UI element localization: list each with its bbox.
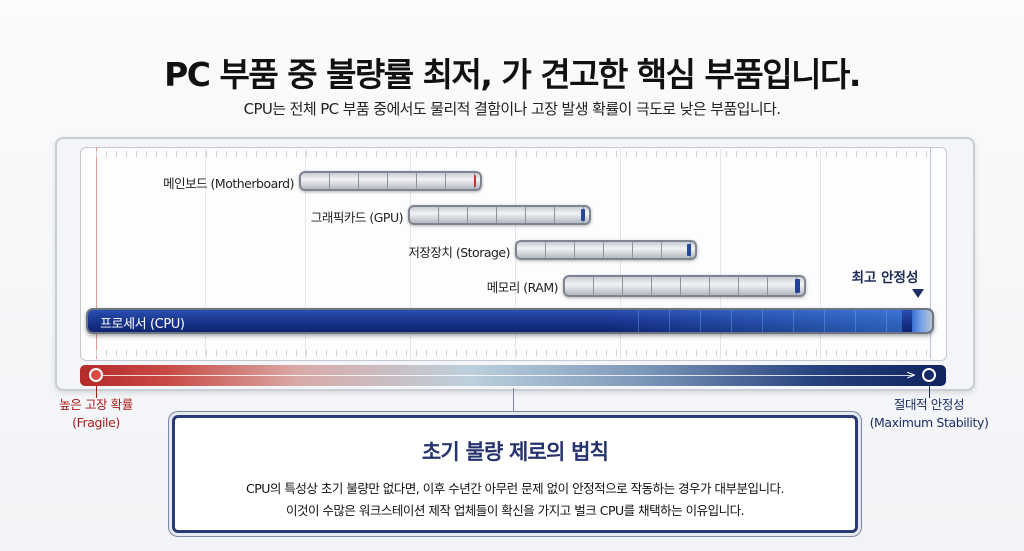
gridline xyxy=(720,147,721,359)
connector-line xyxy=(929,386,930,398)
connector-line xyxy=(96,386,97,398)
rule-callout-box: 초기 불량 제로의 법칙 CPU의 특성상 초기 불량만 없다면, 이후 수년간… xyxy=(172,415,858,533)
stability-label-en: (Maximum Stability) xyxy=(869,415,989,430)
stability-point-icon xyxy=(922,368,936,382)
stability-axis: > xyxy=(80,365,946,386)
bar-cap xyxy=(474,175,476,187)
gridline xyxy=(820,147,821,359)
fragile-label-ko: 높은 고장 확률 xyxy=(59,397,133,412)
fragile-reference-line xyxy=(96,147,97,359)
page-subtitle: CPU는 전체 PC 부품 중에서도 물리적 결함이나 고장 발생 확률이 극도… xyxy=(243,100,781,118)
tick-marks-bottom xyxy=(96,350,930,356)
bar-cpu xyxy=(86,308,934,334)
page-title: PC 부품 중 불량률 최저, 가 견고한 핵심 부품입니다. xyxy=(164,55,861,94)
bar-motherboard xyxy=(299,171,482,191)
bar-label-gpu: 그래픽카드 (GPU) xyxy=(310,210,404,225)
rule-title: 초기 불량 제로의 법칙 xyxy=(421,440,609,464)
stability-label-ko: 절대적 안정성 xyxy=(893,397,965,412)
bar-ram xyxy=(563,275,806,297)
bar-label-motherboard: 메인보드 (Motherboard) xyxy=(163,176,294,191)
bar-storage xyxy=(515,240,697,260)
stability-label: 절대적 안정성 (Maximum Stability) xyxy=(859,396,999,432)
fragile-point-icon xyxy=(89,368,103,382)
circuit-pattern xyxy=(608,310,902,332)
gridline xyxy=(205,147,206,359)
axis-line xyxy=(102,375,914,376)
rule-line-1: CPU의 특성상 초기 불량만 없다면, 이후 수년간 아무런 문제 없이 안정… xyxy=(245,481,785,496)
tick-marks-top xyxy=(96,151,930,157)
rule-line-2: 이것이 수많은 워크스테이션 제작 업체들이 확신을 가지고 벌크 CPU를 채… xyxy=(285,503,745,518)
triangle-down-icon xyxy=(912,289,924,298)
stability-reference-line xyxy=(930,147,931,359)
fragile-label-en: (Fragile) xyxy=(72,415,120,430)
best-stability-label: 최고 안정성 xyxy=(851,270,919,286)
fragile-label: 높은 고장 확률 (Fragile) xyxy=(36,396,156,432)
bar-label-cpu: 프로세서 (CPU) xyxy=(100,317,185,332)
arrow-right-icon: > xyxy=(905,368,916,382)
bar-gpu xyxy=(408,205,591,225)
bar-cap xyxy=(912,310,932,332)
bar-label-ram: 메모리 (RAM) xyxy=(486,280,559,295)
connector-line xyxy=(513,388,514,416)
bar-label-storage: 저장장치 (Storage) xyxy=(408,245,510,260)
gridline xyxy=(305,147,306,359)
gridline xyxy=(410,147,411,359)
